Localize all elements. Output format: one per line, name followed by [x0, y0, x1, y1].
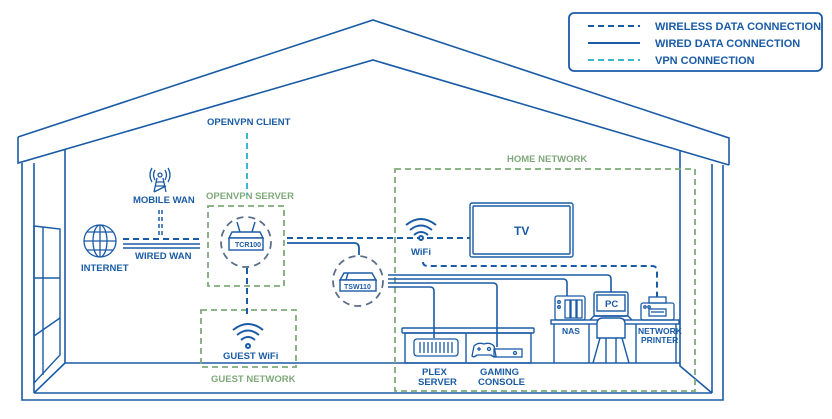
gamepad-icon — [471, 342, 523, 358]
wifi-icon — [232, 323, 264, 349]
openvpn-server-label: OPENVPN SERVER — [206, 191, 294, 202]
nas-label: NAS — [562, 326, 580, 336]
home-network-label: HOME NETWORK — [507, 154, 587, 165]
mobile-wan-label: MOBILE WAN — [133, 195, 195, 206]
right-wall-inner — [679, 151, 713, 394]
nas-icon — [554, 295, 586, 321]
roof-inner — [17, 59, 730, 166]
wire-to-pc — [388, 274, 612, 292]
legend: WIRELESS DATA CONNECTION WIRED DATA CONN… — [568, 12, 823, 72]
window-icon — [33, 225, 61, 385]
home-network-zone — [394, 168, 696, 392]
wire-to-nas — [388, 278, 568, 296]
guest-network-label: GUEST NETWORK — [211, 374, 296, 385]
pc-label: PC — [605, 299, 618, 310]
printer-label-2: PRINTER — [641, 335, 678, 345]
chair-icon — [592, 317, 630, 364]
globe-icon — [83, 224, 117, 258]
tv-icon — [469, 202, 574, 258]
server-icon — [413, 338, 459, 357]
media-console — [401, 327, 535, 364]
left-wall-outer — [21, 163, 724, 401]
openvpn-server-zone — [207, 205, 285, 287]
guest-network-zone — [200, 309, 297, 368]
floor-left-diag — [33, 362, 66, 394]
router-switch-wired — [287, 242, 360, 255]
console-label-1: GAMING — [480, 367, 519, 378]
cell-tower-icon — [149, 167, 171, 193]
wifi-label: WiFi — [411, 247, 431, 258]
internet-label: INTERNET — [81, 263, 129, 274]
wifi-icon — [405, 218, 437, 241]
tv-label: TV — [514, 224, 529, 238]
printer-icon — [640, 296, 675, 321]
switch-wired-bundle — [388, 274, 612, 347]
switch-model-label: TSW110 — [344, 284, 371, 291]
legend-label-wired: WIRED DATA CONNECTION — [655, 38, 800, 50]
house-outline — [17, 19, 730, 401]
monitor-icon — [589, 291, 633, 321]
console-label-2: CONSOLE — [478, 377, 525, 388]
legend-label-wireless: WIRELESS DATA CONNECTION — [655, 21, 821, 33]
legend-box — [568, 12, 823, 72]
printer-label-1: NETWORK — [638, 326, 683, 336]
router-model-label: TCR100 — [235, 242, 261, 249]
wire-to-console — [388, 282, 498, 347]
switch-icon — [338, 272, 378, 292]
roof-outer — [17, 19, 730, 165]
legend-label-vpn: VPN CONNECTION — [655, 55, 755, 67]
wifi-printer-wireless — [422, 261, 658, 297]
plex-label-1: PLEX — [422, 367, 447, 378]
openvpn-client-label: OPENVPN CLIENT — [207, 117, 291, 128]
wired-wan-label: WIRED WAN — [135, 251, 192, 262]
plex-label-2: SERVER — [418, 377, 457, 388]
guest-wifi-label: GUEST WiFi — [223, 351, 278, 362]
router-icon — [227, 221, 265, 251]
wire-to-plex — [388, 286, 435, 338]
